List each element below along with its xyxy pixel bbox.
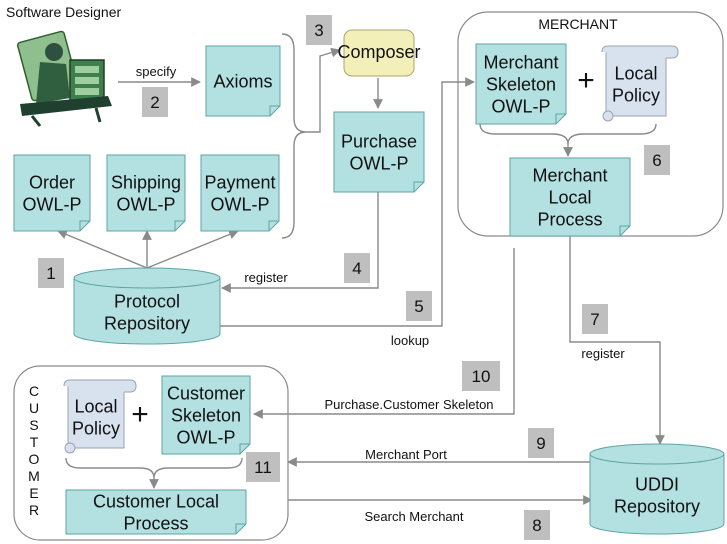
purchase-customer-skeleton-label: Purchase.Customer Skeleton [324,397,493,412]
customer-skeleton-box-line-1: Customer [167,383,245,403]
repo-to-payment-arrow [146,229,239,269]
step-badge-2: 2 [142,87,168,117]
merchant-skeleton-box-line-2: Skeleton [486,74,556,94]
customer-local-policy-line-2: Policy [72,418,120,438]
step-badge-8: 8 [524,510,550,540]
composer-box: Composer [337,29,421,77]
customer-group-letter: U [29,400,39,416]
order-box-line-1: Order [29,172,75,192]
merchant-skeleton-box-line-1: Merchant [483,52,558,72]
step-badge-1: 1 [38,258,64,288]
step-number-3: 3 [314,21,323,40]
step-number-1: 1 [46,264,55,283]
merchant-brace [479,123,657,145]
merchant-local-policy-line-2: Policy [612,85,660,105]
order-box-line-2: OWL-P [22,194,81,214]
step-number-6: 6 [652,151,661,170]
step-number-2: 2 [150,93,159,112]
customer-skeleton-box-line-3: OWL-P [176,427,235,447]
actor-title: Software Designer [6,4,122,20]
merchant-skeleton-box-line-3: OWL-P [491,96,550,116]
axioms-box: Axioms [205,45,281,117]
step-number-11: 11 [254,458,272,477]
step-badge-9: 9 [528,428,554,458]
specify-label: specify [136,64,177,79]
merchant-group-title: MERCHANT [538,16,618,32]
customer-group-letter: E [29,485,38,501]
axioms-box-line-1: Axioms [213,71,272,91]
purchase-box-line-2: OWL-P [349,153,408,173]
customer-group-letter: C [29,383,39,399]
uddi-repository-line-2: Repository [614,496,700,516]
customer-group-letter: R [29,502,39,518]
uddi-repository-line-1: UDDI [635,474,679,494]
purchase-box-line-1: Purchase [341,131,417,151]
step-number-4: 4 [352,259,361,278]
step-number-8: 8 [532,516,541,535]
step-badge-4: 4 [344,253,370,283]
step-number-7: 7 [590,310,599,329]
merchant-local-process-box-line-1: Merchant [532,165,607,185]
step-number-9: 9 [536,434,545,453]
repo-to-order-arrow [57,229,148,269]
merchant-port-label: Merchant Port [365,447,447,462]
brace-to-composer-arrow [306,47,341,133]
protocol-repository-line-2: Repository [104,313,190,333]
customer-local-policy-line-1: Local [74,396,117,416]
register-uddi-label: register [581,346,625,361]
customer-local-process-box-line-1: Customer Local [93,491,219,511]
lookup-arrow [220,77,475,327]
customer-brace [65,457,243,479]
step-number-10: 10 [472,367,491,386]
merchant-plus-sign: + [577,64,595,97]
merchant-local-process-box-line-3: Process [537,209,602,229]
customer-group-letter: O [29,451,40,467]
customer-group-letter: M [28,468,40,484]
inputs-brace [281,33,307,239]
customer-local-process-box-line-2: Process [123,513,188,533]
composer-box-line-1: Composer [337,42,420,62]
protocol-repository-line-1: Protocol [114,291,180,311]
merchant-local-process-box-line-2: Local [548,187,591,207]
payment-box-line-2: OWL-P [210,194,269,214]
merchant-local-policy-line-1: Local [614,63,657,83]
lookup-label: lookup [391,333,429,348]
payment-box-line-1: Payment [204,172,275,192]
register-uddi-arrow [569,236,665,445]
step-badge-3: 3 [306,15,332,45]
step-badge-10: 10 [462,361,500,391]
shipping-box-line-2: OWL-P [116,194,175,214]
purchase-customer-skeleton-arrow [253,248,515,419]
step-badge-6: 6 [644,145,670,175]
register-protocol-label: register [244,270,288,285]
register-protocol-arrow [221,192,379,293]
customer-group-letter: T [30,434,39,450]
customer-skeleton-box-line-2: Skeleton [171,405,241,425]
step-badge-7: 7 [582,304,608,334]
step-number-5: 5 [414,297,423,316]
step-badge-5: 5 [406,291,432,321]
designer-at-desk-icon [16,30,112,127]
search-merchant-label: Search Merchant [365,509,464,524]
customer-group [13,365,289,541]
step-badge-11: 11 [246,452,280,482]
customer-group-letter: S [29,417,38,433]
customer-plus-sign: + [131,398,149,431]
shipping-box-line-1: Shipping [111,172,181,192]
